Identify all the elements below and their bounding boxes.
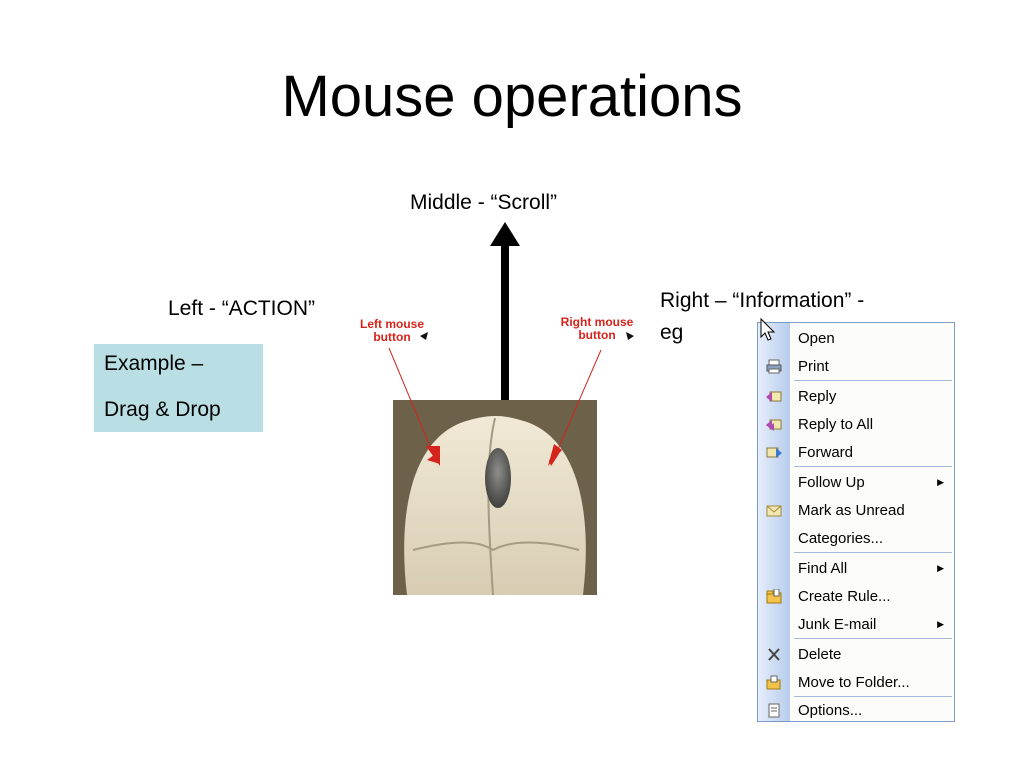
menu-item-delete[interactable]: Delete: [758, 641, 954, 668]
scroll-up-arrow-icon: [490, 222, 520, 426]
mouse-illustration: [393, 400, 597, 595]
menu-item-print-label: Print: [798, 358, 829, 375]
right-mouse-button-label-line2: button: [578, 328, 616, 342]
menu-item-mark-as-unread-label: Mark as Unread: [798, 502, 905, 519]
menu-item-reply[interactable]: Reply: [758, 383, 954, 410]
menu-item-open-label: Open: [798, 330, 835, 347]
printer-icon: [766, 359, 782, 374]
rule-folder-icon: [766, 589, 782, 604]
example-line-2: Drag & Drop: [104, 398, 221, 421]
menu-separator: [794, 696, 952, 697]
submenu-arrow-icon: ▶: [937, 619, 944, 629]
left-mouse-button-label-line1: Left mouse: [359, 317, 424, 331]
menu-separator: [794, 466, 952, 467]
right-information-label-eg: eg: [660, 321, 684, 344]
menu-item-create-rule[interactable]: Create Rule...: [758, 583, 954, 610]
menu-item-reply-to-all[interactable]: Reply to All: [758, 411, 954, 438]
right-mouse-button-label-line1: Right mouse: [560, 315, 634, 329]
menu-item-find-all-label: Find All: [798, 560, 848, 577]
context-menu-area: Open Print Reply Reply to All Forward Fo…: [754, 322, 958, 726]
menu-item-print[interactable]: Print: [758, 353, 954, 380]
forward-icon: [766, 447, 782, 458]
reply-all-icon: [766, 419, 782, 431]
menu-item-mark-as-unread[interactable]: Mark as Unread: [758, 497, 954, 524]
menu-item-follow-up-label: Follow Up: [798, 474, 865, 491]
menu-item-junk-email[interactable]: Junk E-mail ▶: [758, 611, 954, 638]
menu-separator: [794, 552, 952, 553]
menu-item-open[interactable]: Open: [758, 325, 954, 352]
menu-item-categories-label: Categories...: [798, 530, 884, 547]
middle-scroll-label: Middle - “Scroll”: [410, 191, 558, 214]
example-line-1: Example –: [104, 352, 204, 375]
menu-item-find-all[interactable]: Find All ▶: [758, 555, 954, 582]
menu-item-junk-email-label: Junk E-mail: [798, 616, 877, 633]
menu-item-follow-up[interactable]: Follow Up ▶: [758, 469, 954, 496]
mouse-cursor-icon: [760, 318, 776, 341]
slide-title: Mouse operations: [281, 64, 743, 129]
menu-item-forward[interactable]: Forward: [758, 439, 954, 466]
reply-icon: [766, 391, 782, 402]
menu-separator: [794, 638, 952, 639]
menu-item-options[interactable]: Options...: [758, 697, 954, 724]
context-menu: Open Print Reply Reply to All Forward Fo…: [757, 322, 955, 722]
menu-item-move-to-folder[interactable]: Move to Folder...: [758, 669, 954, 696]
menu-item-create-rule-label: Create Rule...: [798, 588, 891, 605]
envelope-icon: [766, 505, 782, 517]
submenu-arrow-icon: ▶: [937, 563, 944, 573]
mouse-photo: [393, 400, 597, 595]
delete-x-icon: [768, 648, 780, 661]
menu-item-options-label: Options...: [798, 702, 863, 719]
left-action-label: Left - “ACTION”: [168, 297, 316, 320]
right-information-label: Right – “Information” -: [660, 289, 865, 312]
menu-item-reply-label: Reply: [798, 388, 837, 405]
menu-separator: [794, 380, 952, 381]
menu-item-categories[interactable]: Categories...: [758, 525, 954, 552]
left-mouse-button-label: Left mouse button: [354, 318, 430, 344]
menu-item-delete-label: Delete: [798, 646, 842, 663]
left-mouse-button-label-line2: button: [373, 330, 411, 344]
submenu-arrow-icon: ▶: [937, 477, 944, 487]
menu-item-move-to-folder-label: Move to Folder...: [798, 674, 910, 691]
right-mouse-button-label: Right mouse button: [554, 316, 640, 342]
menu-item-forward-label: Forward: [798, 444, 854, 461]
menu-item-reply-to-all-label: Reply to All: [798, 416, 874, 433]
move-folder-icon: [766, 675, 781, 690]
example-box: Example – Drag & Drop: [94, 344, 263, 432]
options-icon: [768, 703, 780, 718]
